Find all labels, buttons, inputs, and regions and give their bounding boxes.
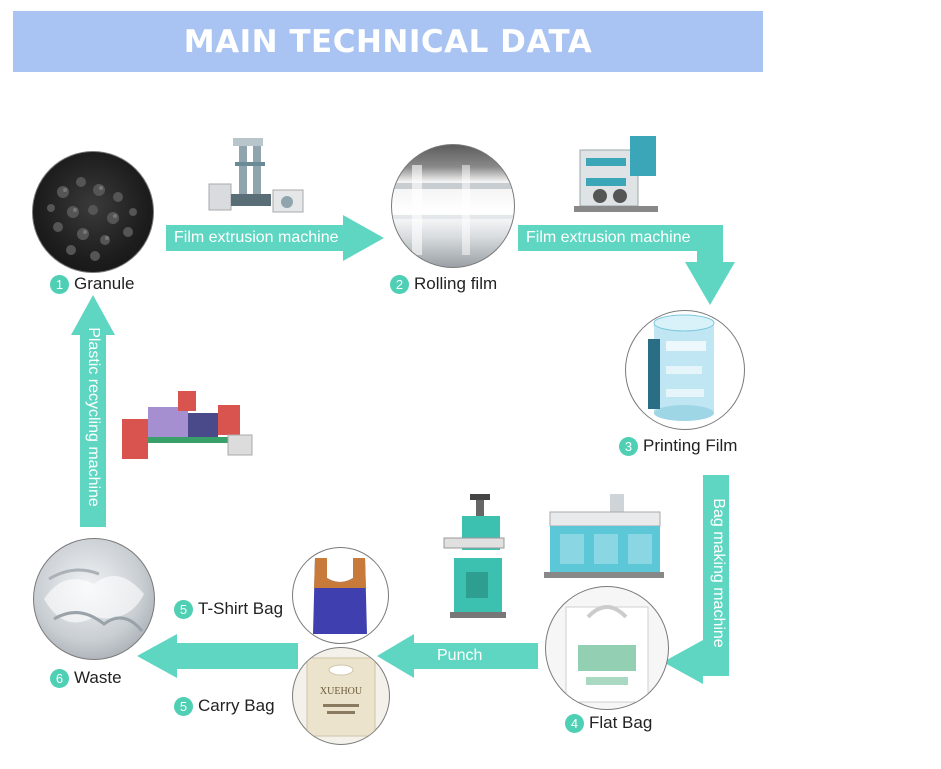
stage-text: T-Shirt Bag xyxy=(198,599,284,618)
arrow-bag-making xyxy=(663,475,729,684)
recycling-machine-icon xyxy=(122,391,253,459)
punch-machine-icon xyxy=(443,494,506,618)
carry-bag-image: XUEHOU xyxy=(292,647,390,745)
printing-machine-icon xyxy=(574,136,658,212)
stage-text: Flat Bag xyxy=(589,713,653,732)
stage-flat-bag-label: 4 Flat Bag xyxy=(565,713,652,733)
flat-bag-image xyxy=(545,586,669,710)
plastic-waste-icon xyxy=(44,568,144,632)
arrow-extrusion-1 xyxy=(166,215,384,261)
step-badge: 3 xyxy=(619,436,638,456)
carry-bag-brand: XUEHOU xyxy=(319,686,363,697)
tshirt-bag-icon xyxy=(313,558,367,634)
header-banner: MAIN TECHNICAL DATA xyxy=(13,11,763,72)
stage-text: Carry Bag xyxy=(198,696,275,715)
stage-carry-bag-label: 5 Carry Bag xyxy=(174,696,275,716)
stage-waste-label: 6 Waste xyxy=(50,668,122,688)
film-roll-icon xyxy=(392,165,514,255)
film-extrusion-machine-icon xyxy=(208,138,304,213)
arrow-label-recycling: Plastic recycling machine xyxy=(85,327,102,507)
step-badge: 6 xyxy=(50,668,69,688)
arrow-recycling xyxy=(71,295,115,527)
rolling-film-image xyxy=(391,144,515,268)
arrow-extrusion-2 xyxy=(518,225,735,305)
stage-text: Rolling film xyxy=(414,274,498,293)
arrow-to-waste xyxy=(137,634,298,678)
step-badge: 4 xyxy=(565,713,584,733)
step-badge: 5 xyxy=(174,599,193,619)
granule-pellets-icon xyxy=(47,177,137,261)
printing-film-image xyxy=(625,310,745,430)
stage-text: Granule xyxy=(74,274,135,293)
stage-granule-label: 1 Granule xyxy=(50,274,134,294)
arrow-label-extrusion-1: Film extrusion machine xyxy=(174,229,339,246)
bag-making-machine-icon xyxy=(544,494,664,578)
arrow-label-bag-making: Bag making machine xyxy=(710,498,727,648)
printed-film-roll-icon xyxy=(648,314,715,421)
step-badge: 5 xyxy=(174,696,193,716)
page-title: MAIN TECHNICAL DATA xyxy=(183,23,593,60)
carry-bag-icon xyxy=(306,657,376,737)
tshirt-bag-image xyxy=(292,547,389,644)
arrow-label-extrusion-2: Film extrusion machine xyxy=(526,229,691,246)
stage-printing-film-label: 3 Printing Film xyxy=(619,436,737,456)
arrow-label-punch: Punch xyxy=(437,647,483,664)
arrow-punch xyxy=(377,634,538,678)
granule-image xyxy=(32,151,154,273)
step-badge: 2 xyxy=(390,274,409,294)
stage-text: Waste xyxy=(74,668,122,687)
flat-bag-icon xyxy=(565,605,649,703)
stage-rolling-film-label: 2 Rolling film xyxy=(390,274,497,294)
stage-text: Printing Film xyxy=(643,436,738,455)
step-badge: 1 xyxy=(50,274,69,294)
waste-image xyxy=(33,538,155,660)
stage-tshirt-bag-label: 5 T-Shirt Bag xyxy=(174,599,283,619)
